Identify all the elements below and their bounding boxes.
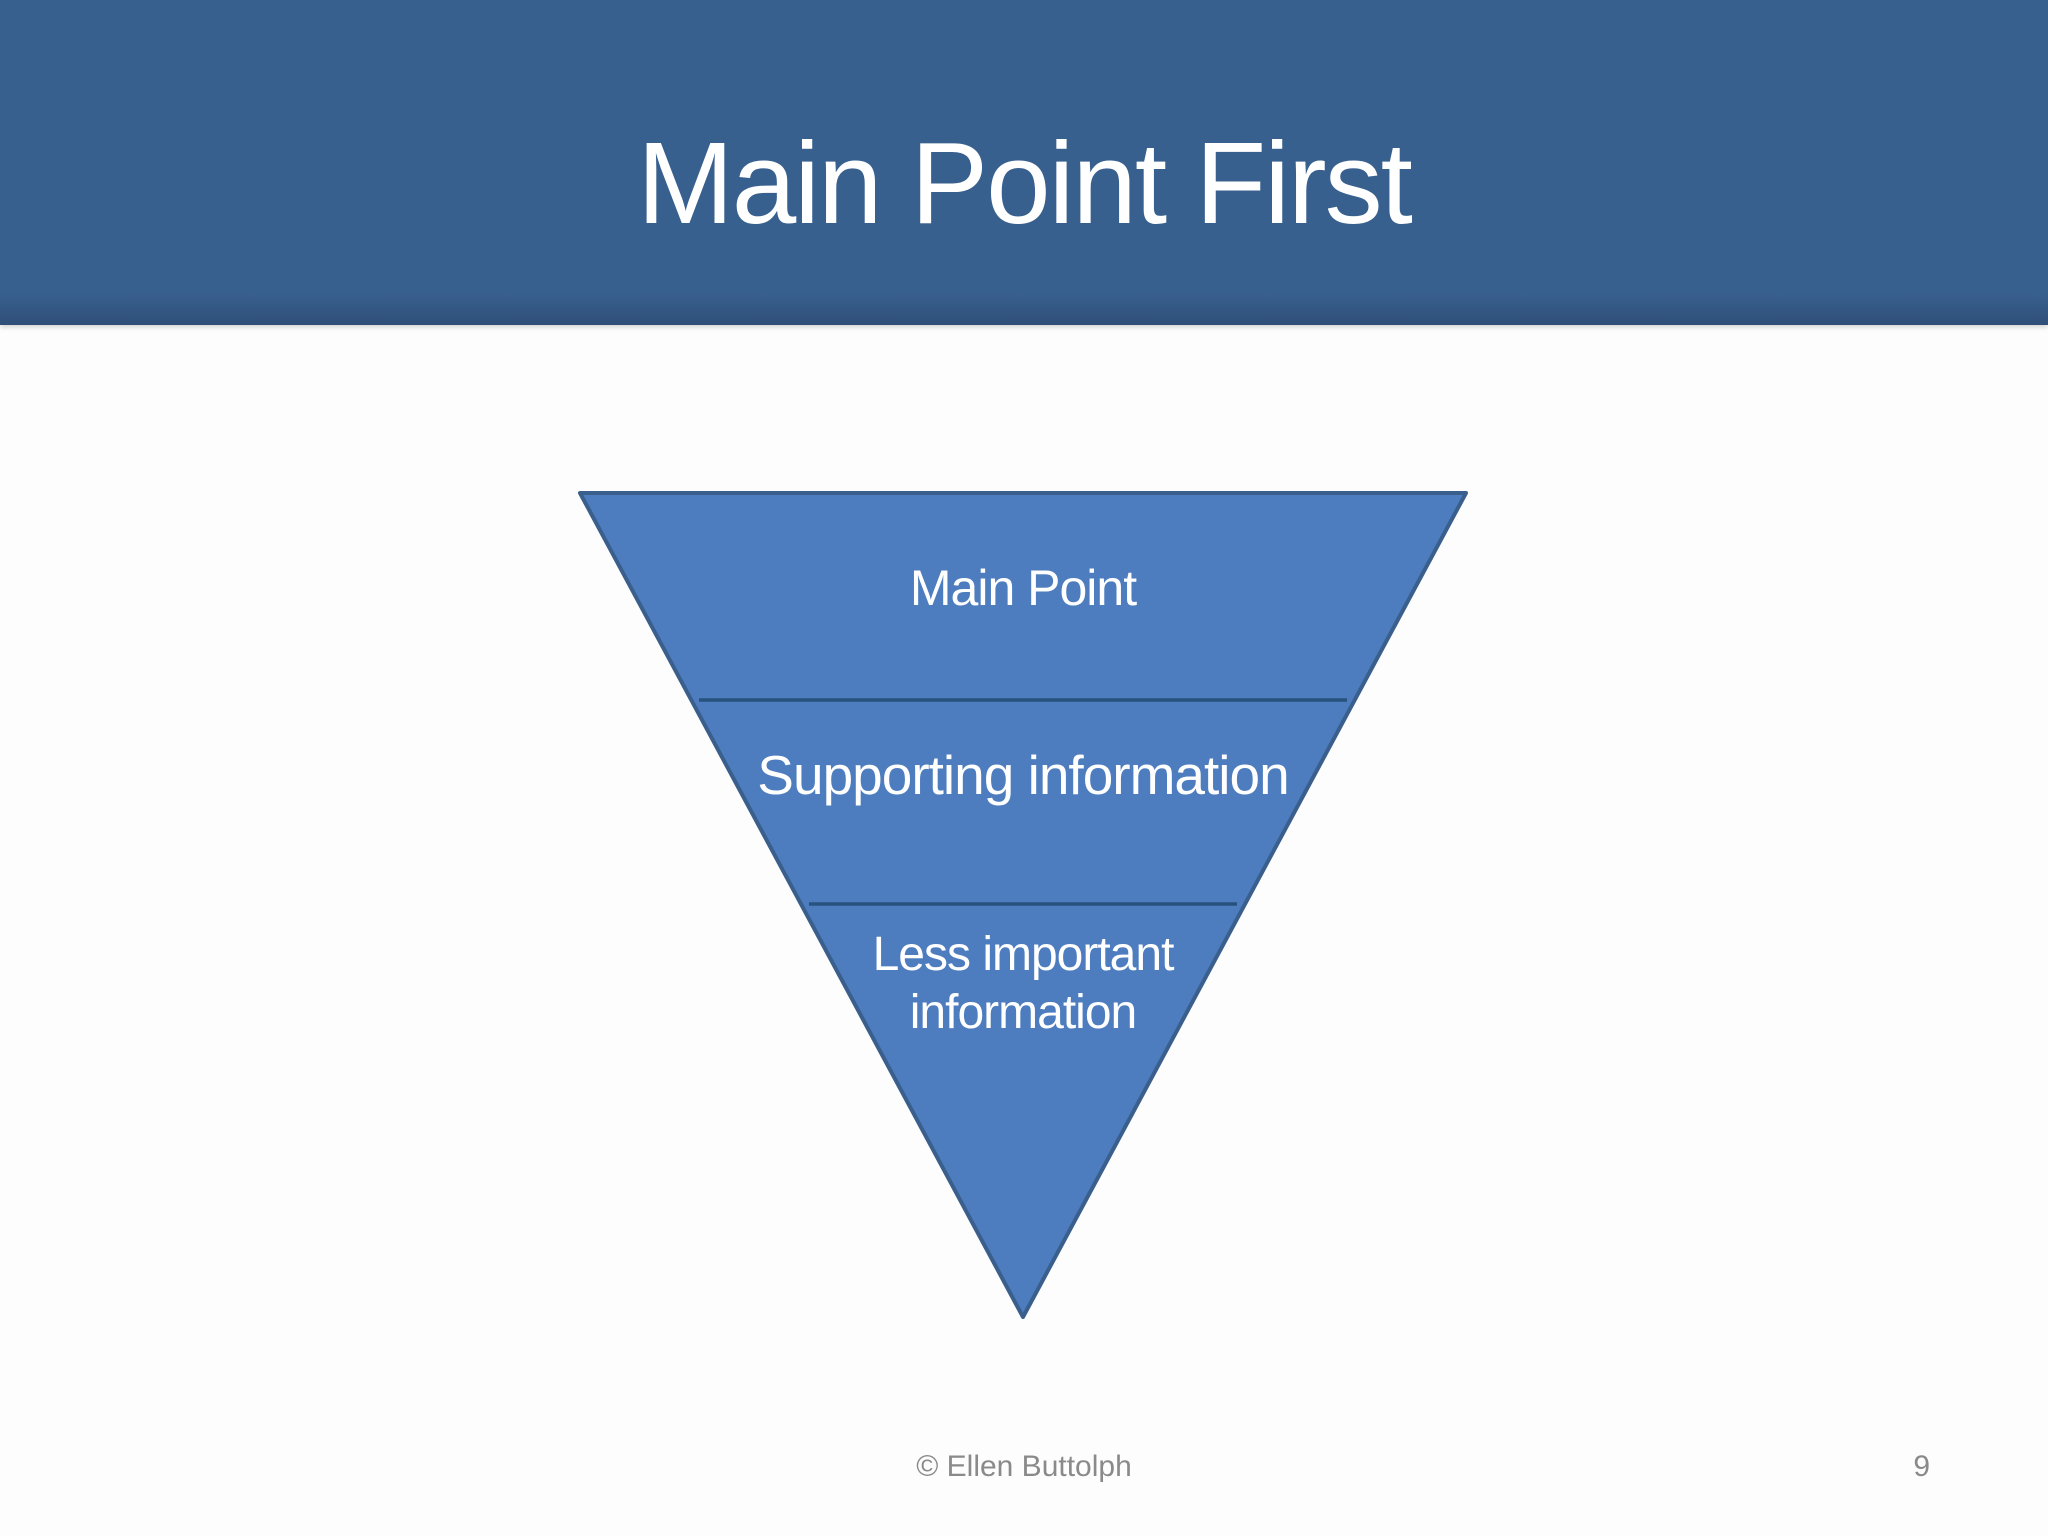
page-number: 9 bbox=[1913, 1450, 1930, 1483]
pyramid-level-2-label: Supporting information bbox=[757, 744, 1289, 806]
slide-title-bar: Main Point First bbox=[0, 0, 2048, 325]
footer-copyright: © Ellen Buttolph bbox=[916, 1450, 1132, 1483]
pyramid-level-3-label: Less important information bbox=[872, 928, 1175, 1040]
pyramid-level-1-label: Main Point bbox=[909, 560, 1137, 616]
inverted-pyramid-diagram bbox=[578, 491, 1468, 1319]
slide-title: Main Point First bbox=[637, 117, 1413, 248]
